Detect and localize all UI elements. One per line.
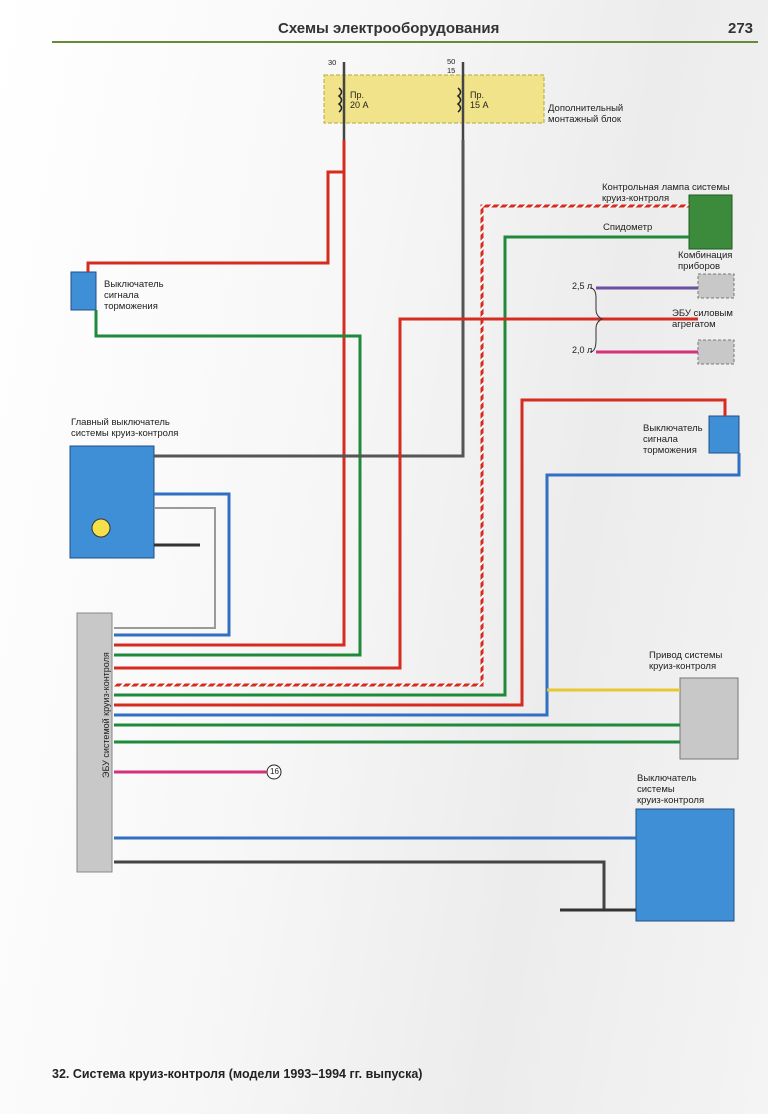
fuse1-label: Пр. 20 А bbox=[350, 90, 369, 110]
warning-lamp-box bbox=[688, 194, 733, 250]
fuse2-label: Пр. 15 А bbox=[470, 90, 489, 110]
wire-red-engine-ecu bbox=[114, 317, 698, 670]
brake-switch-right-box bbox=[708, 415, 740, 454]
engine-ecu-20-connector bbox=[697, 339, 735, 365]
instrument-cluster-label: Комбинация приборов bbox=[678, 250, 733, 272]
engine-20-label: 2,0 л bbox=[572, 345, 593, 355]
page-header-title: Схемы электрооборудования bbox=[278, 20, 500, 37]
engine-ecu-bracket bbox=[589, 287, 604, 353]
brake-switch-left-label: Выключатель сигнала торможения bbox=[104, 279, 164, 312]
header-rule bbox=[52, 41, 758, 43]
engine-ecu-25-connector bbox=[697, 273, 735, 299]
wire-gray-cruise-switch bbox=[114, 860, 636, 912]
wire-green-speedometer bbox=[114, 235, 689, 697]
wire-white-main-switch bbox=[114, 507, 216, 629]
brake-switch-left-box bbox=[70, 271, 97, 311]
fuse2-terminal-label-b: 15 bbox=[447, 66, 456, 75]
fuse-block bbox=[323, 74, 545, 124]
fuse2-symbol bbox=[456, 87, 462, 113]
wire-green-blue-brake-left bbox=[94, 310, 362, 657]
main-switch-box bbox=[69, 445, 155, 559]
cruise-switch-label: Выключатель системы круиз-контроля bbox=[637, 773, 705, 806]
brake-switch-right-label: Выключатель сигнала торможения bbox=[643, 423, 703, 456]
page-number: 273 bbox=[728, 20, 754, 37]
main-switch-label: Главный выключатель системы круиз-контро… bbox=[71, 417, 179, 439]
actuator-box bbox=[679, 677, 739, 760]
fuse1-symbol bbox=[337, 87, 343, 113]
speedometer-label: Спидометр bbox=[603, 222, 653, 233]
wire-gray-fuse2 bbox=[154, 140, 465, 458]
warning-lamp-label: Контрольная лампа системы круиз-контроля bbox=[602, 182, 730, 204]
fuse2-terminal-label-a: 50 bbox=[447, 57, 456, 66]
ecu-label: ЭБУ системой круиз-контроля bbox=[101, 652, 111, 778]
fuse-block-label: Дополнительный монтажный блок bbox=[548, 103, 624, 125]
ecu-box bbox=[76, 612, 113, 873]
fuse1-terminal-label: 30 bbox=[328, 58, 337, 67]
cruise-switch-box bbox=[635, 808, 735, 922]
connector-ref-label: 16 bbox=[270, 767, 279, 776]
wire-blue-main-switch bbox=[114, 492, 231, 637]
wire-red-brake-right bbox=[114, 398, 727, 707]
engine-ecu-label: ЭБУ силовым агрегатом bbox=[672, 308, 733, 330]
wire-red-fuse1 bbox=[86, 140, 346, 647]
wire-red-warning-lamp bbox=[114, 204, 689, 687]
wire-blue-brake-right bbox=[114, 453, 741, 717]
main-switch-lamp-icon bbox=[91, 518, 111, 538]
figure-caption: 32. Система круиз-контроля (модели 1993–… bbox=[52, 1067, 423, 1081]
engine-25-label: 2,5 л bbox=[572, 281, 593, 291]
actuator-label: Привод системы круиз-контроля bbox=[649, 650, 723, 672]
